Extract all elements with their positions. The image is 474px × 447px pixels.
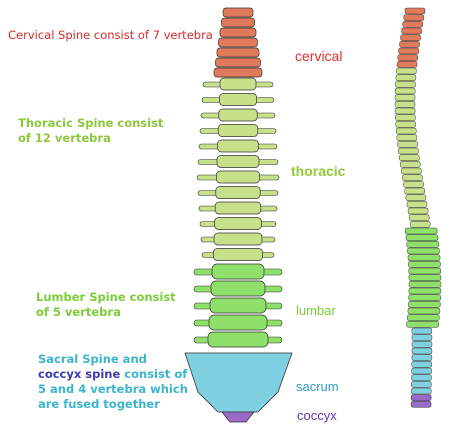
side-sacrum-vertebra — [410, 387, 432, 395]
side-thoracic-vertebra — [398, 147, 419, 155]
side-lumbar-vertebra — [408, 281, 442, 288]
side-thoracic-vertebra — [409, 221, 431, 228]
cervical-vertebra — [221, 17, 255, 28]
side-lumbar-vertebra — [407, 247, 440, 255]
side-cervical-vertebra — [403, 14, 425, 21]
label-lumbar: lumbar — [296, 303, 336, 318]
cervical-vertebra — [213, 67, 263, 78]
side-lumbar-vertebra — [406, 241, 440, 248]
side-sacrum-vertebra — [411, 361, 433, 368]
side-thoracic-vertebra — [395, 121, 416, 128]
side-thoracic-vertebra — [406, 201, 428, 208]
side-lumbar-vertebra — [405, 234, 439, 241]
cervical-vertebra — [218, 37, 258, 48]
side-sacrum-vertebra — [411, 374, 432, 381]
side-thoracic-vertebra — [394, 107, 416, 115]
side-thoracic-vertebra — [395, 127, 417, 135]
side-thoracic-vertebra — [402, 174, 423, 181]
side-sacrum-vertebra — [411, 367, 432, 375]
thoracic-vertebra — [216, 155, 260, 168]
side-cervical-vertebra — [397, 54, 419, 61]
side-lumbar-vertebra — [408, 261, 441, 268]
side-lumbar-vertebra — [408, 274, 442, 281]
side-lumbar-vertebra — [408, 301, 441, 308]
coccyx — [221, 411, 255, 423]
label-coccyx: coccyx — [297, 408, 337, 423]
side-sacrum-vertebra — [411, 327, 433, 335]
side-thoracic-vertebra — [407, 207, 429, 215]
side-cervical-vertebra — [404, 7, 426, 15]
sacral-note: Sacral Spine and coccyx spine consist of… — [38, 352, 188, 412]
lumbar-vertebra — [211, 263, 265, 280]
thoracic-vertebra — [217, 139, 259, 153]
side-thoracic-vertebra — [399, 154, 420, 161]
side-lumbar-vertebra — [404, 227, 438, 235]
label-cervical: cervical — [295, 48, 343, 64]
sacral-note-part1: Sacral Spine and — [38, 352, 147, 366]
side-sacrum-vertebra — [411, 381, 432, 388]
side-thoracic-vertebra — [400, 161, 421, 168]
side-lumbar-vertebra — [407, 314, 440, 321]
thoracic-vertebra — [219, 93, 257, 106]
lumbar-vertebra — [208, 314, 268, 331]
thoracic-vertebra — [214, 201, 262, 215]
cervical-vertebra — [222, 7, 254, 18]
side-coccyx-vertebra — [410, 401, 432, 408]
side-cervical-vertebra — [402, 21, 423, 28]
thoracic-vertebra — [218, 108, 258, 122]
side-thoracic-vertebra — [394, 94, 416, 101]
side-thoracic-vertebra — [396, 67, 417, 75]
side-thoracic-vertebra — [405, 194, 427, 201]
side-sacrum-vertebra — [411, 347, 433, 355]
side-sacrum-vertebra — [411, 334, 433, 341]
side-thoracic-vertebra — [397, 141, 418, 148]
side-lumbar-vertebra — [408, 294, 441, 301]
cervical-vertebra — [215, 57, 261, 68]
sacrum — [184, 352, 293, 413]
side-thoracic-vertebra — [394, 87, 416, 95]
thoracic-vertebra — [214, 217, 262, 230]
side-thoracic-vertebra — [408, 214, 430, 221]
thoracic-vertebra — [213, 232, 263, 246]
lumbar-note: Lumber Spine consist of 5 vertebra — [36, 290, 176, 319]
label-sacrum: sacrum — [296, 379, 339, 394]
thoracic-vertebra — [219, 77, 257, 91]
side-thoracic-vertebra — [395, 81, 416, 88]
thoracic-vertebra — [217, 124, 259, 137]
cervical-note: Cervical Spine consist of 7 vertebra — [8, 28, 213, 42]
cervical-vertebra — [219, 27, 257, 38]
side-cervical-vertebra — [400, 34, 421, 41]
lumbar-vertebra — [209, 297, 267, 314]
thoracic-note: Thoracic Spine consist of 12 vertebra — [18, 116, 164, 145]
lumbar-vertebra — [210, 280, 266, 297]
side-lumbar-vertebra — [408, 287, 442, 295]
side-lumbar-vertebra — [407, 254, 441, 261]
label-thoracic: thoracic — [291, 163, 346, 179]
side-cervical-vertebra — [401, 27, 422, 35]
side-thoracic-vertebra — [403, 181, 424, 188]
side-thoracic-vertebra — [394, 101, 416, 108]
side-cervical-vertebra — [398, 47, 419, 55]
side-thoracic-vertebra — [396, 134, 418, 141]
side-thoracic-vertebra — [395, 114, 416, 121]
thoracic-vertebra — [216, 170, 260, 184]
sacral-note-part2: consist of 5 and 4 vertebra which are fu… — [38, 367, 188, 411]
sacral-note-coccyx: coccyx spine — [38, 367, 121, 381]
side-lumbar-vertebra — [406, 321, 439, 328]
side-sacrum-vertebra — [411, 354, 433, 361]
side-lumbar-vertebra — [408, 267, 442, 275]
side-coccyx-vertebra — [410, 394, 432, 401]
side-thoracic-vertebra — [404, 187, 425, 195]
thoracic-vertebra — [215, 186, 261, 199]
cervical-vertebra — [216, 47, 260, 58]
side-lumbar-vertebra — [407, 307, 441, 315]
side-thoracic-vertebra — [401, 167, 422, 175]
side-cervical-vertebra — [399, 41, 420, 48]
lumbar-vertebra — [207, 331, 269, 348]
side-thoracic-vertebra — [395, 74, 417, 81]
side-sacrum-vertebra — [411, 341, 433, 348]
side-cervical-vertebra — [396, 61, 418, 68]
thoracic-vertebra — [213, 248, 263, 261]
